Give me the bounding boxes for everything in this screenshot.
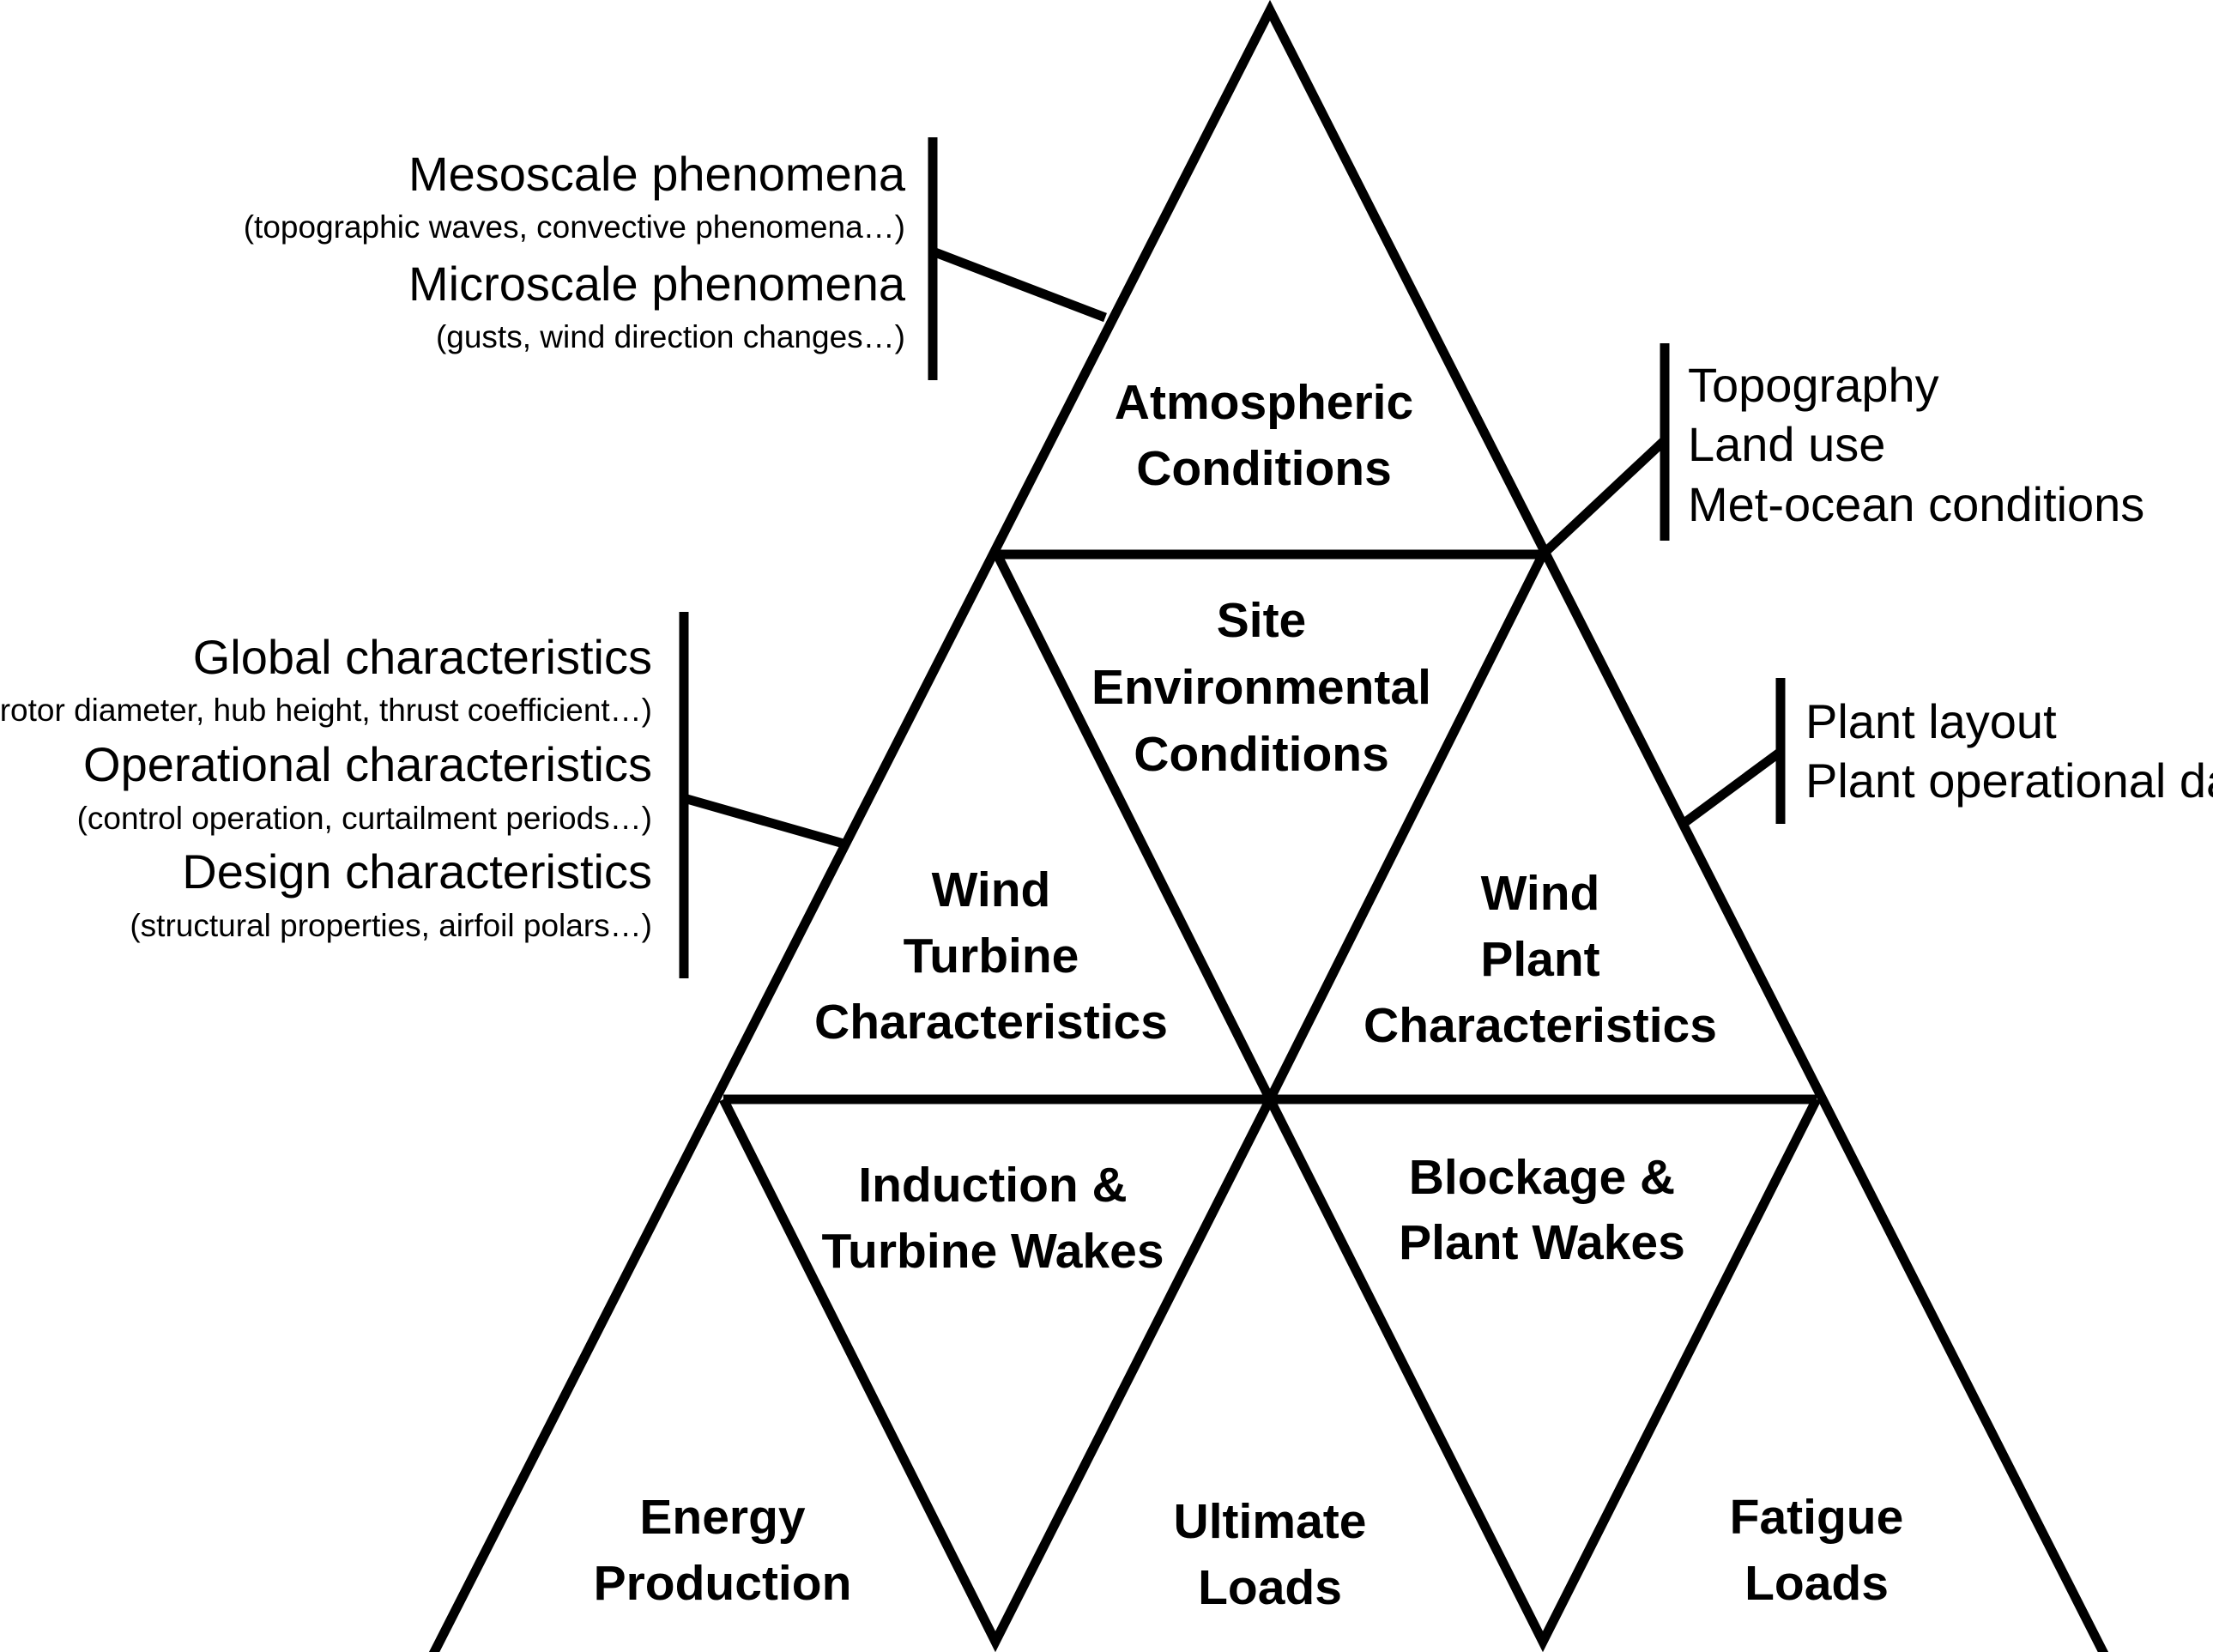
fatigue-line-1: Fatigue xyxy=(1730,1490,1904,1545)
mesoscale-title: Mesoscale phenomena xyxy=(408,147,906,201)
atmospheric-notes: Mesoscale phenomena (topographic waves, … xyxy=(244,147,906,354)
site-line-2: Environmental xyxy=(1091,660,1431,715)
turbine-line-3: Characteristics xyxy=(814,995,1168,1050)
fatigue-loads-label: Fatigue Loads xyxy=(1730,1490,1904,1611)
blockage-plant-wakes-label: Blockage & Plant Wakes xyxy=(1399,1150,1685,1270)
energy-line-1: Energy xyxy=(639,1490,806,1545)
inner-edge-blockage xyxy=(1266,1097,1821,1652)
site-connector xyxy=(1539,436,1668,559)
turbine-notes: Global characteristics (rotor diameter, … xyxy=(0,630,652,943)
operational-characteristics-detail: (control operation, curtailment periods…… xyxy=(77,801,652,836)
atmospheric-line-2: Conditions xyxy=(1136,441,1392,496)
induction-line-2: Turbine Wakes xyxy=(821,1224,1164,1279)
plant-note-layout: Plant layout xyxy=(1805,694,2057,748)
operational-characteristics-title: Operational characteristics xyxy=(83,737,652,791)
turbine-connector xyxy=(682,793,845,849)
site-line-3: Conditions xyxy=(1134,727,1389,782)
site-note-land-use: Land use xyxy=(1688,417,1885,471)
fatigue-line-2: Loads xyxy=(1744,1556,1889,1611)
ultimate-line-2: Loads xyxy=(1198,1560,1342,1615)
mesoscale-detail: (topographic waves, convective phenomena… xyxy=(244,209,905,245)
global-characteristics-title: Global characteristics xyxy=(193,630,652,684)
plant-note-operational-data: Plant operational data xyxy=(1805,753,2213,808)
blockage-line-2: Plant Wakes xyxy=(1399,1215,1685,1270)
site-environmental-conditions-label: Site Environmental Conditions xyxy=(1091,593,1431,782)
design-characteristics-detail: (structural properties, airfoil polars…) xyxy=(130,908,652,943)
site-note-met-ocean: Met-ocean conditions xyxy=(1688,477,2144,531)
plant-line-1: Wind xyxy=(1481,866,1600,921)
microscale-detail: (gusts, wind direction changes…) xyxy=(436,319,905,354)
turbine-line-1: Wind xyxy=(932,862,1051,917)
pyramid-outline xyxy=(428,0,2109,1652)
inner-edge-induction xyxy=(719,1097,1274,1652)
turbine-line-2: Turbine xyxy=(904,929,1079,983)
blockage-line-1: Blockage & xyxy=(1409,1150,1675,1205)
microscale-title: Microscale phenomena xyxy=(408,257,906,311)
site-notes: Topography Land use Met-ocean conditions xyxy=(1688,358,2144,531)
plant-notes: Plant layout Plant operational data xyxy=(1805,694,2213,808)
energy-production-label: Energy Production xyxy=(594,1490,852,1611)
site-note-topography: Topography xyxy=(1688,358,1939,412)
plant-line-2: Plant xyxy=(1480,932,1599,987)
wind-turbine-characteristics-label: Wind Turbine Characteristics xyxy=(814,862,1168,1050)
ultimate-loads-label: Ultimate Loads xyxy=(1174,1494,1367,1615)
ultimate-line-1: Ultimate xyxy=(1174,1494,1367,1549)
site-line-1: Site xyxy=(1217,593,1307,648)
plant-line-3: Characteristics xyxy=(1363,998,1717,1053)
atmospheric-connector xyxy=(931,246,1107,323)
global-characteristics-detail: (rotor diameter, hub height, thrust coef… xyxy=(0,693,652,728)
energy-line-2: Production xyxy=(594,1556,852,1611)
wind-plant-characteristics-label: Wind Plant Characteristics xyxy=(1363,866,1717,1053)
plant-connector xyxy=(1682,747,1784,826)
atmospheric-line-1: Atmospheric xyxy=(1115,375,1413,430)
induction-line-1: Induction & xyxy=(858,1158,1127,1213)
atmospheric-conditions-label: Atmospheric Conditions xyxy=(1115,375,1413,496)
design-characteristics-title: Design characteristics xyxy=(182,844,652,899)
induction-turbine-wakes-label: Induction & Turbine Wakes xyxy=(821,1158,1164,1279)
